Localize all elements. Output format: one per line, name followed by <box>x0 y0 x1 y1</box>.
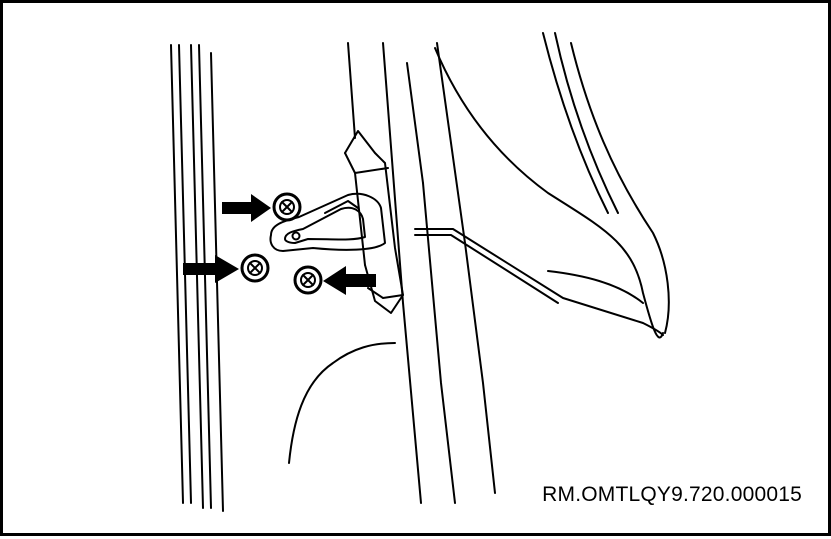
door-opening-curve <box>288 342 396 464</box>
reference-code: RM.OMTLQY9.720.000015 <box>542 483 802 506</box>
pillar-lines <box>347 42 496 504</box>
door-striker-illustration <box>170 32 670 512</box>
screw-lower-icon <box>293 265 323 295</box>
arrow-left-icon <box>183 255 239 283</box>
arrow-upper-icon <box>222 194 271 222</box>
striker-bracket <box>269 192 386 252</box>
body-panel-curves <box>414 32 670 339</box>
screw-left-icon <box>240 253 270 283</box>
door-edge-rails <box>170 44 224 512</box>
arrow-lower-icon <box>323 266 376 295</box>
screw-upper-icon <box>272 192 302 222</box>
